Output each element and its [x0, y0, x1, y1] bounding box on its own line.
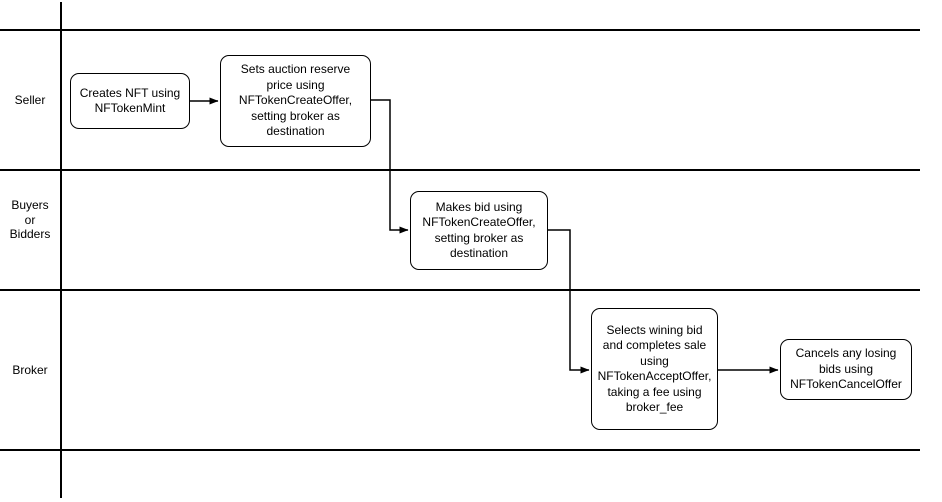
lane-divider-bottom — [0, 449, 920, 451]
node-set-auction-reserve: Sets auction reserve price using NFToken… — [220, 55, 371, 147]
node-make-bid: Makes bid using NFTokenCreateOffer, sett… — [410, 191, 548, 270]
lane-divider-seller-buyers — [0, 169, 920, 171]
lane-label-broker: Broker — [12, 362, 48, 377]
connector-bid-to-accept — [548, 229, 590, 374]
connector-reserve-to-bid — [371, 99, 409, 234]
lane-label-seller: Seller — [14, 92, 46, 107]
node-cancel-losing-bids: Cancels any losing bids using NFTokenCan… — [780, 339, 912, 400]
lane-divider-top — [0, 29, 920, 31]
lane-divider-buyers-broker — [0, 289, 920, 291]
lane-label-buyers-or-bidders: Buyers or Bidders — [9, 198, 51, 242]
lane-label-divider — [60, 2, 62, 498]
node-select-winning-bid: Selects wining bid and completes sale us… — [591, 308, 718, 430]
node-create-nft: Creates NFT using NFTokenMint — [70, 73, 190, 129]
